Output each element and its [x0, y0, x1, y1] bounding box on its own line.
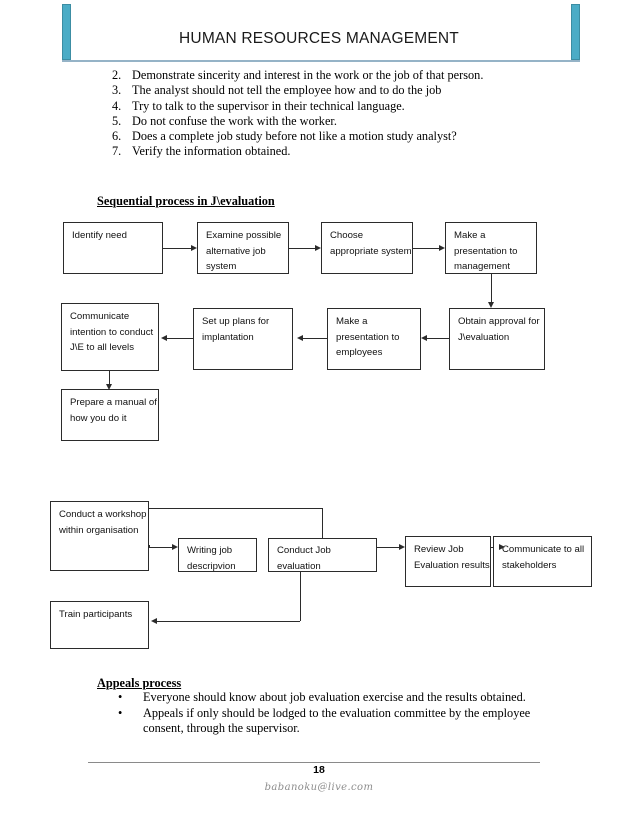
list-item: 2. Demonstrate sincerity and interest in…: [112, 68, 572, 83]
list-item-marker: 4.: [112, 98, 122, 113]
connector-eval-to-review: [377, 547, 399, 548]
list-item-text: The analyst should not tell the employee…: [132, 83, 442, 98]
connector-approval-to-employees: [427, 338, 449, 339]
footer-email: babanoku@live.com: [264, 782, 374, 793]
connector-examine-to-choose: [289, 248, 315, 249]
flow-box-identify-need[interactable]: Identify need: [63, 222, 163, 274]
connector-workshop-down: [149, 545, 150, 547]
connector-communicate-to-manual: [109, 371, 110, 384]
flow-box-obtain-approval[interactable]: Obtain approval for J\evaluation: [449, 308, 545, 370]
appeals-bullet-list: • Everyone should know about job evaluat…: [112, 690, 562, 737]
list-item: 5. Do not confuse the work with the work…: [112, 114, 572, 129]
flow-box-presentation-management[interactable]: Make a presentation to management: [445, 222, 537, 274]
connector-employees-to-plans: [303, 338, 327, 339]
arrow-head-icon: [151, 617, 157, 624]
list-item: 7. Verify the information obtained.: [112, 144, 572, 159]
list-item-text: Does a complete job study before not lik…: [132, 129, 457, 144]
list-item: • Appeals if only should be lodged to th…: [112, 706, 562, 737]
arrow-head-icon: [297, 334, 303, 341]
connector-choose-to-presentation: [413, 248, 439, 249]
connector-eval-to-train: [157, 621, 300, 622]
list-item-text: Everyone should know about job evaluatio…: [143, 690, 526, 704]
list-item-marker: 6.: [112, 129, 122, 144]
connector-top-run-down-to-eval: [322, 508, 323, 539]
list-item-text: Appeals if only should be lodged to the …: [143, 705, 531, 736]
list-item-text: Do not confuse the work with the worker.: [132, 113, 337, 128]
list-item-marker: 2.: [112, 68, 122, 82]
connector-eval-down: [300, 572, 301, 621]
arrow-head-icon: [105, 384, 112, 390]
footer-divider: [88, 762, 540, 763]
connector-workshop-top-run: [149, 508, 323, 509]
arrow-head-icon: [439, 244, 445, 251]
flow-box-conduct-job-evaluation[interactable]: Conduct Job evaluation: [268, 538, 377, 572]
flow-box-examine-alternatives[interactable]: Examine possible alternative job system: [197, 222, 289, 274]
connector-review-to-communicate: [491, 547, 499, 548]
arrow-head-icon: [172, 543, 178, 550]
list-item-marker: 5.: [112, 113, 122, 128]
arrow-head-icon: [487, 302, 494, 308]
flow-box-prepare-manual[interactable]: Prepare a manual of how you do it: [61, 389, 159, 441]
flow-box-choose-system[interactable]: Choose appropriate system: [321, 222, 413, 274]
connector-plans-to-communicate: [167, 338, 193, 339]
arrow-head-icon: [499, 543, 505, 550]
connector-workshop-to-writing: [149, 547, 172, 548]
list-item-text: Verify the information obtained.: [132, 144, 291, 159]
flow-box-set-up-plans[interactable]: Set up plans for implantation: [193, 308, 293, 370]
page-header: HUMAN RESOURCES MANAGEMENT: [0, 0, 638, 64]
connector-identify-to-examine: [163, 248, 191, 249]
bullet-icon: •: [118, 690, 123, 704]
page-number: 18: [313, 764, 325, 776]
sequential-process-heading: Sequential process in J\evaluation: [97, 194, 275, 208]
list-item-text: Demonstrate sincerity and interest in th…: [132, 68, 484, 82]
flow-box-communicate-intention[interactable]: Communicate intention to conduct J\E to …: [61, 303, 159, 371]
flow-box-presentation-employees[interactable]: Make a presentation to employees: [327, 308, 421, 370]
list-item: 3. The analyst should not tell the emplo…: [112, 83, 572, 98]
flow-box-communicate-stakeholders[interactable]: Communicate to all stakeholders: [493, 536, 592, 587]
arrow-head-icon: [399, 543, 405, 550]
bullet-icon: •: [118, 705, 123, 720]
arrow-head-icon: [161, 334, 167, 341]
page-title: HUMAN RESOURCES MANAGEMENT: [179, 30, 459, 47]
numbered-list: 2. Demonstrate sincerity and interest in…: [112, 68, 572, 160]
list-item-text: Try to talk to the supervisor in their t…: [132, 98, 405, 113]
appeals-process-heading: Appeals process: [97, 676, 182, 690]
connector-management-to-approval: [491, 274, 492, 302]
header-accent-bar-right: [571, 4, 580, 60]
flow-box-review-job-evaluation[interactable]: Review Job Evaluation results: [405, 536, 491, 587]
list-item: 4. Try to talk to the supervisor in thei…: [112, 99, 572, 114]
arrow-head-icon: [421, 334, 427, 341]
flow-box-conduct-workshop[interactable]: Conduct a workshop within organisation: [50, 501, 149, 571]
header-accent-bar-left: [62, 4, 71, 60]
arrow-head-icon: [315, 244, 321, 251]
header-divider: [62, 60, 580, 62]
list-item-marker: 7.: [112, 144, 122, 159]
flow-box-writing-job-description[interactable]: Writing job descripvion: [178, 538, 257, 572]
list-item-marker: 3.: [112, 83, 122, 98]
list-item: • Everyone should know about job evaluat…: [112, 690, 562, 706]
list-item: 6. Does a complete job study before not …: [112, 129, 572, 144]
flow-box-train-participants[interactable]: Train participants: [50, 601, 149, 649]
arrow-head-icon: [191, 244, 197, 251]
